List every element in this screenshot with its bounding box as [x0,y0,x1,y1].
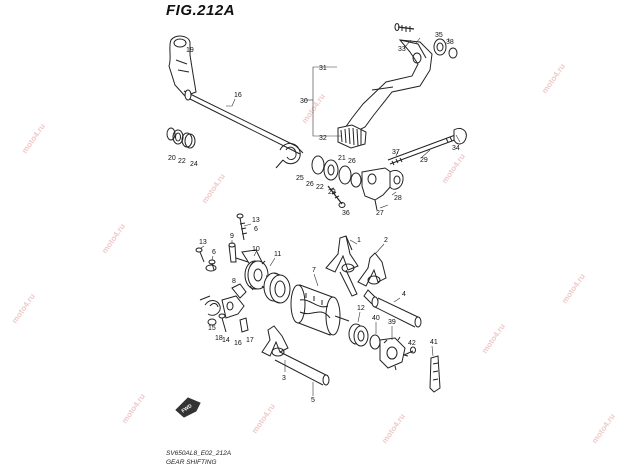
screw-13 [195,247,205,263]
callout-10: 10 [252,246,260,253]
callout-24: 24 [190,161,198,168]
callout-36: 36 [342,210,350,217]
cam-stopper-10 [231,283,247,299]
callout-35: 35 [435,32,443,39]
callout-17: 17 [246,337,254,344]
callout-1: 1 [357,237,361,244]
bearing-8 [263,272,291,304]
bolt-33 [394,23,415,32]
callout-26b: 26 [348,158,356,165]
callout-42: 42 [408,340,416,347]
callout-3: 3 [282,375,286,382]
callout-5: 5 [311,397,315,404]
callout-38: 38 [446,39,454,46]
rod-end-28 [389,169,404,190]
shift-cam-7 [290,284,350,336]
gearshift-lever-30 [344,39,433,133]
figure-code: SV650AL8_E02_212A [166,450,232,457]
circlip-21 [350,172,362,188]
callout-41: 41 [430,339,438,346]
washer-40 [369,334,381,350]
shift-fork-1 [325,235,359,297]
callout-34: 34 [452,145,460,152]
spring-15 [199,295,221,316]
callout-7: 7 [312,267,316,274]
callout-22b: 22 [316,184,324,191]
pin-9 [228,242,237,263]
callouts: 19 16 20 22 24 25 26 22 23 21 26 36 27 2… [168,32,460,404]
circlip-38 [448,47,458,59]
bearing-12 [348,323,369,347]
callout-13b: 13 [199,239,207,246]
callout-14: 14 [222,337,230,344]
shift-fork-2 [357,252,387,307]
callout-40: 40 [372,315,380,322]
stopper-arm-14 [221,295,245,319]
callout-25: 25 [296,175,304,182]
callout-28: 28 [394,195,402,202]
figure-name: GEAR SHIFTING [166,459,217,466]
bolt-42 [403,346,416,356]
callout-22: 22 [178,158,186,165]
callout-8: 8 [232,278,236,285]
fork-shaft-4 [371,296,422,328]
callout-15: 15 [208,325,216,332]
callout-4: 4 [402,291,406,298]
cam-driven-gear-39 [379,336,409,371]
washer-26 [338,165,352,185]
callout-26: 26 [306,181,314,188]
callout-32: 32 [319,135,327,142]
callout-27: 27 [376,210,384,217]
fwd-label: FWD [181,403,194,415]
fwd-arrow-badge [175,397,201,418]
callout-18: 18 [215,335,223,342]
callout-9: 9 [230,233,234,240]
callout-29: 29 [420,157,428,164]
callout-23: 23 [328,189,336,196]
callout-6b: 6 [212,249,216,256]
collar-17 [239,317,249,333]
fork-shaft-5 [274,351,330,386]
bolt-6 [236,213,248,241]
cam-plate-11 [244,260,270,291]
callout-21: 21 [338,155,346,162]
shift-link-27 [361,167,396,211]
leader-lines [200,37,461,396]
figure-title: FIG.212A [166,2,236,19]
callout-20: 20 [168,155,176,162]
callout-33: 33 [398,46,406,53]
washer-22b [311,155,325,175]
oil-seal-23 [323,159,339,181]
callout-6a: 6 [254,226,258,233]
bolt-16 [218,313,227,333]
callout-12: 12 [357,305,365,312]
callout-31: 31 [319,65,327,72]
callout-13a: 13 [252,217,260,224]
washer-22 [172,129,184,145]
callout-16: 16 [234,92,242,99]
oil-seal-20 [166,127,176,141]
pawl-41 [429,355,441,393]
callout-19: 19 [186,47,194,54]
callout-2: 2 [384,237,388,244]
washer-small [205,264,217,272]
callout-16b: 16 [234,340,242,347]
shift-fork-3 [261,325,289,357]
bolt-36 [327,185,346,208]
callout-30: 30 [300,98,308,105]
callout-39: 39 [388,319,396,326]
footrest-rubber-32 [337,124,367,149]
washer-18 [207,318,217,326]
callout-37: 37 [392,149,400,156]
spring-24 [181,132,196,149]
rod-end-34 [453,127,467,145]
shift-arm-19 [168,35,197,97]
callout-11: 11 [274,251,281,258]
return-spring-25 [275,143,301,169]
washer-35 [433,38,447,56]
